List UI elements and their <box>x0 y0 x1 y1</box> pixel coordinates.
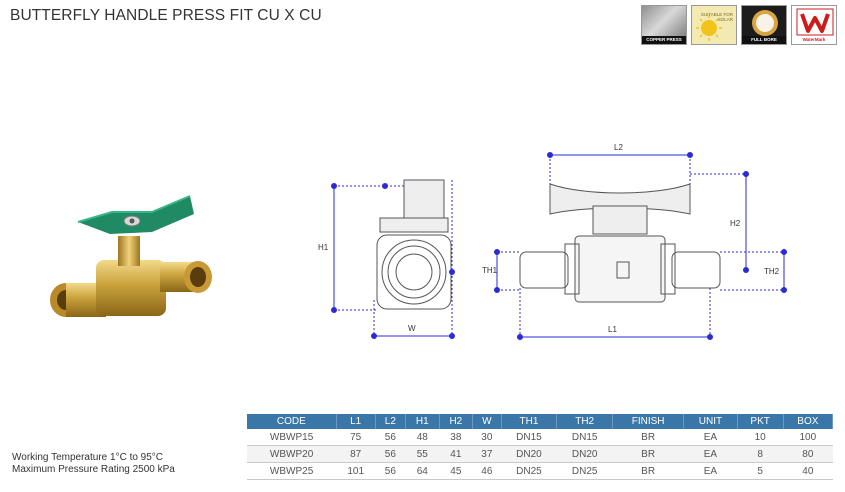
watermark-badge: WaterMark <box>791 5 837 45</box>
col-th2: TH2 <box>556 414 614 429</box>
dim-label-th2: TH2 <box>764 267 780 276</box>
cell: 100 <box>783 429 833 446</box>
ring-icon <box>752 10 778 36</box>
cell: 56 <box>375 445 406 463</box>
cell: DN15 <box>501 429 557 446</box>
watermark-w-icon <box>796 8 834 36</box>
cell: 64 <box>405 462 440 480</box>
col-pkt: PKT <box>737 414 784 429</box>
cell: 80 <box>783 445 833 463</box>
cell: 75 <box>336 429 376 446</box>
working-temperature: Working Temperature 1°C to 95°C <box>12 452 164 463</box>
cell: 8 <box>737 445 784 463</box>
cell: DN20 <box>556 445 613 463</box>
cell: 10 <box>737 429 784 446</box>
cell: BR <box>612 445 684 463</box>
col-unit: UNIT <box>683 414 738 429</box>
cell: 101 <box>336 462 376 480</box>
dim-label-l1: L1 <box>608 325 617 334</box>
col-l2: L2 <box>375 414 407 429</box>
max-pressure: Maximum Pressure Rating 2500 kPa <box>12 464 175 475</box>
solar-badge: SUITABLE FOR SOLAR <box>691 5 737 45</box>
cell: 87 <box>336 445 376 463</box>
cell: DN25 <box>501 462 557 480</box>
dim-label-l2: L2 <box>614 143 623 152</box>
cell: 56 <box>375 429 406 446</box>
badge-caption: WaterMark <box>792 36 836 44</box>
cell: WBWP20 <box>247 445 337 463</box>
table-row: WBWP20 87 56 55 41 37 DN20 DN20 BR EA 8 … <box>247 445 833 463</box>
badge-caption: COPPER PRESS <box>642 36 686 44</box>
spec-table: CODE L1 L2 H1 H2 W TH1 TH2 FINISH UNIT P… <box>247 414 834 480</box>
cell: EA <box>683 462 738 480</box>
certification-badges: COPPER PRESS SUITABLE FOR SOLAR FULL BOR… <box>641 5 837 45</box>
full-bore-badge: FULL BORE <box>741 5 787 45</box>
cell: 41 <box>439 445 473 463</box>
table-header-row: CODE L1 L2 H1 H2 W TH1 TH2 FINISH UNIT P… <box>247 414 834 429</box>
page-title: BUTTERFLY HANDLE PRESS FIT CU X CU <box>10 7 322 24</box>
cell: 37 <box>472 445 502 463</box>
cell: 46 <box>472 462 502 480</box>
cell: 48 <box>405 429 440 446</box>
sun-icon <box>696 15 722 41</box>
cell: WBWP25 <box>247 462 337 480</box>
cell: 56 <box>375 462 406 480</box>
cell: DN15 <box>556 429 613 446</box>
col-code: CODE <box>247 414 337 429</box>
dim-label-h2: H2 <box>730 219 741 228</box>
col-th1: TH1 <box>501 414 558 429</box>
dim-label-th1: TH1 <box>482 266 498 275</box>
cell: EA <box>683 445 738 463</box>
cell: 5 <box>737 462 784 480</box>
cell: WBWP15 <box>247 429 337 446</box>
table-row: WBWP15 75 56 48 38 30 DN15 DN15 BR EA 10… <box>247 429 833 446</box>
dim-label-h1: H1 <box>318 243 329 252</box>
col-w: W <box>472 414 502 429</box>
cell: 45 <box>439 462 473 480</box>
cell: 30 <box>472 429 502 446</box>
cell: BR <box>612 429 684 446</box>
col-h1: H1 <box>405 414 440 429</box>
col-box: BOX <box>783 414 834 429</box>
cell: 40 <box>783 462 833 480</box>
cell: EA <box>683 429 738 446</box>
dim-label-w: W <box>408 324 416 333</box>
col-h2: H2 <box>439 414 474 429</box>
cell: DN25 <box>556 462 613 480</box>
cell: 55 <box>405 445 440 463</box>
copper-press-badge: COPPER PRESS <box>641 5 687 45</box>
col-l1: L1 <box>336 414 376 429</box>
cell: DN20 <box>501 445 557 463</box>
badge-caption: FULL BORE <box>742 36 786 44</box>
table-row: WBWP25 101 56 64 45 46 DN25 DN25 BR EA 5… <box>247 462 833 480</box>
badge-caption: SUITABLE FOR SOLAR <box>700 12 733 22</box>
cell: 38 <box>439 429 473 446</box>
cell: BR <box>612 462 684 480</box>
col-finish: FINISH <box>612 414 685 429</box>
